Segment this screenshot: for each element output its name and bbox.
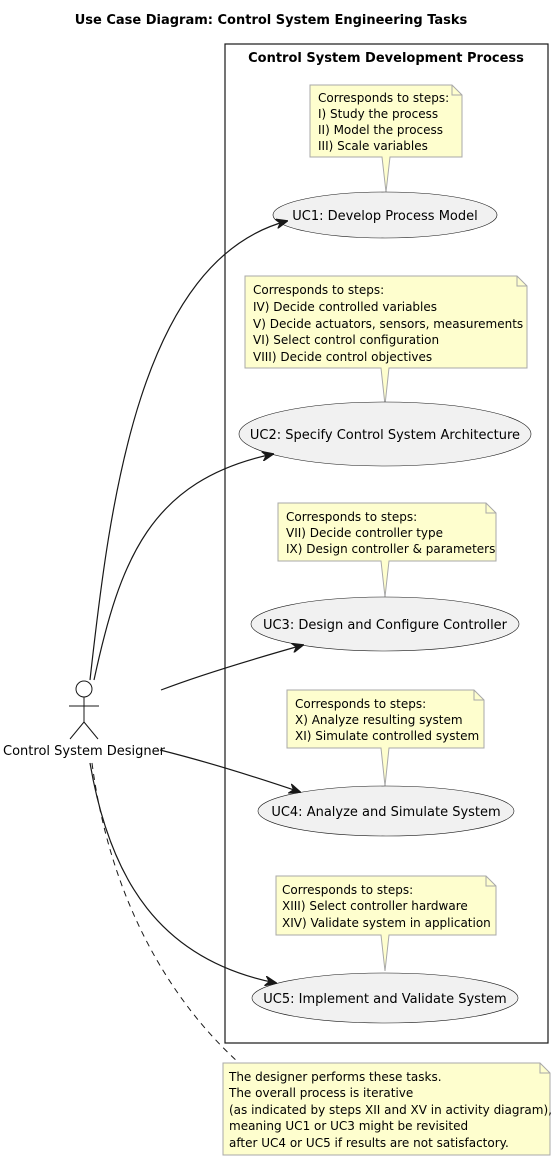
note-uc1-line: II) Model the process (318, 123, 443, 137)
note-uc1: Corresponds to steps: I) Study the proce… (309, 84, 463, 193)
use-case-uc2[interactable]: UC2: Specify Control System Architecture (238, 401, 532, 467)
note-actor-line: (as indicated by steps XII and XV in act… (229, 1103, 552, 1117)
diagram-title: Use Case Diagram: Control System Enginee… (75, 13, 468, 28)
note-uc1-line: III) Scale variables (318, 139, 428, 153)
note-uc5-line: XIII) Select controller hardware (282, 899, 468, 913)
note-uc3-line: Corresponds to steps: (286, 510, 417, 524)
actor-control-system-designer[interactable]: Control System Designer (3, 680, 166, 759)
association-uc1 (89, 221, 287, 681)
note-actor-line: after UC4 or UC5 if results are not sati… (229, 1136, 509, 1150)
use-case-uc2-label: UC2: Specify Control System Architecture (250, 428, 520, 443)
note-uc4: Corresponds to steps: X) Analyze resulti… (286, 689, 485, 787)
note-uc2-line: IV) Decide controlled variables (253, 300, 437, 314)
use-case-uc1[interactable]: UC1: Develop Process Model (272, 191, 498, 239)
association-uc3 (160, 645, 303, 691)
note-uc1-line: I) Study the process (318, 107, 438, 121)
use-case-uc1-label: UC1: Develop Process Model (292, 209, 478, 224)
note-uc1-line: Corresponds to steps: (318, 91, 449, 105)
note-uc2-line: V) Decide actuators, sensors, measuremen… (253, 317, 523, 331)
actor-note-connector (91, 762, 239, 1063)
note-uc4-line: XI) Simulate controlled system (295, 729, 479, 743)
actor-label: Control System Designer (3, 744, 166, 759)
note-uc5: Corresponds to steps: XIII) Select contr… (275, 875, 497, 972)
actor-stick-figure-icon (69, 680, 99, 740)
note-uc3-line: IX) Design controller & parameters (286, 542, 495, 556)
association-uc2 (93, 454, 273, 681)
use-case-uc4[interactable]: UC4: Analyze and Simulate System (257, 785, 515, 837)
note-uc2: Corresponds to steps: IV) Decide control… (244, 275, 528, 406)
note-uc2-line: VIII) Decide control objectives (253, 350, 432, 364)
use-case-uc5[interactable]: UC5: Implement and Validate System (251, 972, 519, 1024)
note-uc3: Corresponds to steps: VII) Decide contro… (277, 502, 497, 598)
use-case-uc3-label: UC3: Design and Configure Controller (263, 618, 508, 633)
note-uc4-line: Corresponds to steps: (295, 697, 426, 711)
note-uc2-line: VI) Select control configuration (253, 333, 439, 347)
note-actor-line: The overall process is iterative (228, 1086, 413, 1100)
note-uc5-line: XIV) Validate system in application (282, 916, 491, 930)
note-uc2-line: Corresponds to steps: (253, 283, 384, 297)
use-case-uc4-label: UC4: Analyze and Simulate System (271, 805, 500, 820)
note-uc5-line: Corresponds to steps: (282, 883, 413, 897)
use-case-uc3[interactable]: UC3: Design and Configure Controller (250, 596, 520, 652)
note-uc4-line: X) Analyze resulting system (295, 713, 463, 727)
note-actor-line: meaning UC1 or UC3 might be revisited (229, 1119, 468, 1133)
note-actor: The designer performs these tasks. The o… (222, 1062, 552, 1156)
system-boundary-title: Control System Development Process (248, 51, 524, 66)
association-uc4 (159, 749, 300, 792)
system-boundary (224, 43, 549, 1044)
note-actor-line: The designer performs these tasks. (228, 1070, 442, 1084)
use-case-uc5-label: UC5: Implement and Validate System (263, 992, 506, 1007)
note-uc3-line: VII) Decide controller type (286, 526, 443, 540)
